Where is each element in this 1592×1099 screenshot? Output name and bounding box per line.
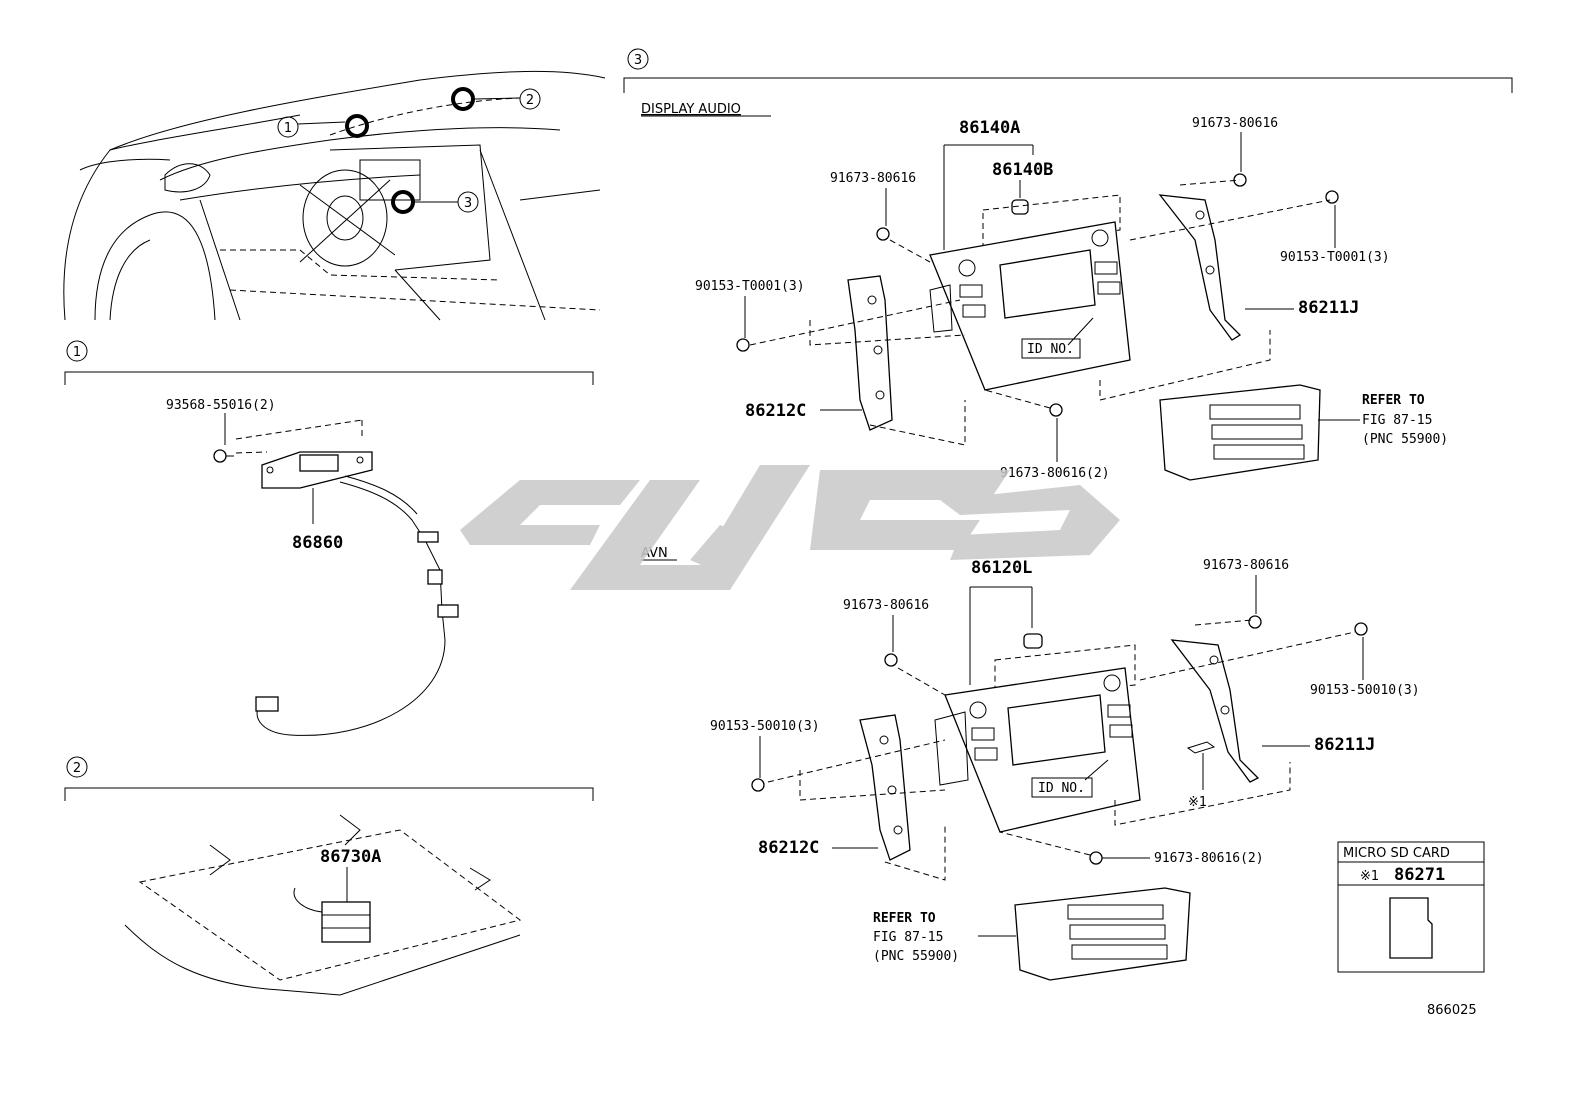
usb-cable: [256, 481, 446, 736]
avn-screw-bottom-label: 91673-80616(2): [1154, 851, 1264, 866]
micro-sd-part: 86271: [1394, 865, 1445, 885]
vehicle-overview: 1 2 3: [63, 70, 606, 321]
right-bracket-86211J-icon: [1158, 194, 1242, 341]
da-bolt-left-label: 90153-T0001(3): [695, 279, 805, 294]
avn-bracket-left-label: 86212C: [758, 838, 819, 858]
da-refer-line-1: REFER TO: [1362, 393, 1425, 408]
micro-sd-mark: ※1: [1360, 869, 1379, 884]
section-2-number: 2: [73, 761, 81, 776]
section-3-number: 3: [634, 53, 642, 68]
bolt-label: 93568-55016(2): [166, 398, 276, 413]
da-screw-bottom-label: 91673-80616(2): [1000, 466, 1110, 481]
avn-note-mark: ※1: [1188, 795, 1207, 810]
micro-sd-title: MICRO SD CARD: [1343, 846, 1450, 861]
da-refer-line-3: (PNC 55900): [1362, 432, 1448, 447]
da-id-no: ID NO.: [1027, 342, 1074, 357]
location-marker-3: [391, 190, 415, 214]
avn-screw-left-label: 91673-80616: [843, 598, 929, 613]
section-1: 1 93568-55016(2) 86860: [64, 340, 594, 736]
left-bracket-86212C-icon: [859, 714, 911, 861]
location-marker-1: [345, 114, 369, 138]
da-bracket-right-label: 86211J: [1298, 298, 1359, 318]
referenced-unit-icon: [1014, 887, 1191, 981]
avn-head-unit: [934, 644, 1141, 833]
overview-callout-1: 1: [284, 121, 292, 136]
watermark-logo: [460, 465, 1120, 590]
avn-refer-line-1: REFER TO: [873, 911, 936, 926]
avn-bracket-right-label: 86211J: [1314, 735, 1375, 755]
overhead-console-icon: [124, 814, 522, 996]
da-bolt-right-label: 90153-T0001(3): [1280, 250, 1390, 265]
screw-icon: [1248, 615, 1262, 629]
da-screw-right-label: 91673-80616: [1192, 116, 1278, 131]
micro-sd-card-box: MICRO SD CARD ※1 86271: [1337, 841, 1485, 973]
diagram-number: 866025: [1427, 1003, 1477, 1018]
section-1-number: 1: [73, 345, 81, 360]
avn-bolt-left-label: 90153-50010(3): [710, 719, 820, 734]
avn-id-no: ID NO.: [1038, 781, 1085, 796]
bolt-icon: [1325, 190, 1339, 204]
sd-slot-icon: [1186, 741, 1216, 754]
knob-icon: [1023, 633, 1043, 649]
display-audio-group: DISPLAY AUDIO 86140A 86140B 91673-80616 …: [641, 102, 1448, 481]
part-86140A: 86140A: [959, 118, 1020, 138]
avn-bolt-right-label: 90153-50010(3): [1310, 683, 1420, 698]
screw-icon: [876, 227, 890, 241]
bolt-icon: [751, 778, 765, 792]
avn-screw-right-label: 91673-80616: [1203, 558, 1289, 573]
display-audio-head-unit: [929, 194, 1131, 391]
knob-icon: [1011, 199, 1029, 215]
display-audio-header: DISPLAY AUDIO: [641, 102, 741, 117]
da-screw-left-label: 91673-80616: [830, 171, 916, 186]
screw-icon: [1049, 403, 1063, 417]
right-bracket-86211J-icon: [1170, 639, 1260, 783]
avn-refer-line-3: (PNC 55900): [873, 949, 959, 964]
part-86120L: 86120L: [971, 558, 1032, 578]
da-bracket-left-label: 86212C: [745, 401, 806, 421]
avn-group: AVN 86120L 91673-80616 91673-80616 90153…: [641, 546, 1420, 981]
da-refer-line-2: FIG 87-15: [1362, 413, 1432, 428]
sd-card-icon: [1389, 897, 1433, 959]
overview-callout-3: 3: [464, 196, 472, 211]
bolt-icon: [1354, 622, 1368, 636]
location-marker-2: [451, 87, 475, 111]
bolt-icon: [213, 449, 234, 463]
section-2: 2 86730A: [64, 756, 594, 996]
screw-icon: [1089, 851, 1103, 865]
left-bracket-86212C-icon: [847, 275, 893, 431]
screw-icon: [884, 653, 898, 667]
usb-cable-part-number: 86860: [292, 533, 343, 553]
bolt-icon: [736, 338, 750, 352]
section-3: 3: [623, 48, 1513, 93]
avn-refer-line-2: FIG 87-15: [873, 930, 943, 945]
usb-adapter-icon: [261, 451, 373, 489]
overview-callout-2: 2: [526, 93, 534, 108]
part-86140B: 86140B: [992, 160, 1053, 180]
usb-port-part-number: 86730A: [320, 847, 381, 867]
referenced-unit-icon: [1159, 384, 1321, 481]
